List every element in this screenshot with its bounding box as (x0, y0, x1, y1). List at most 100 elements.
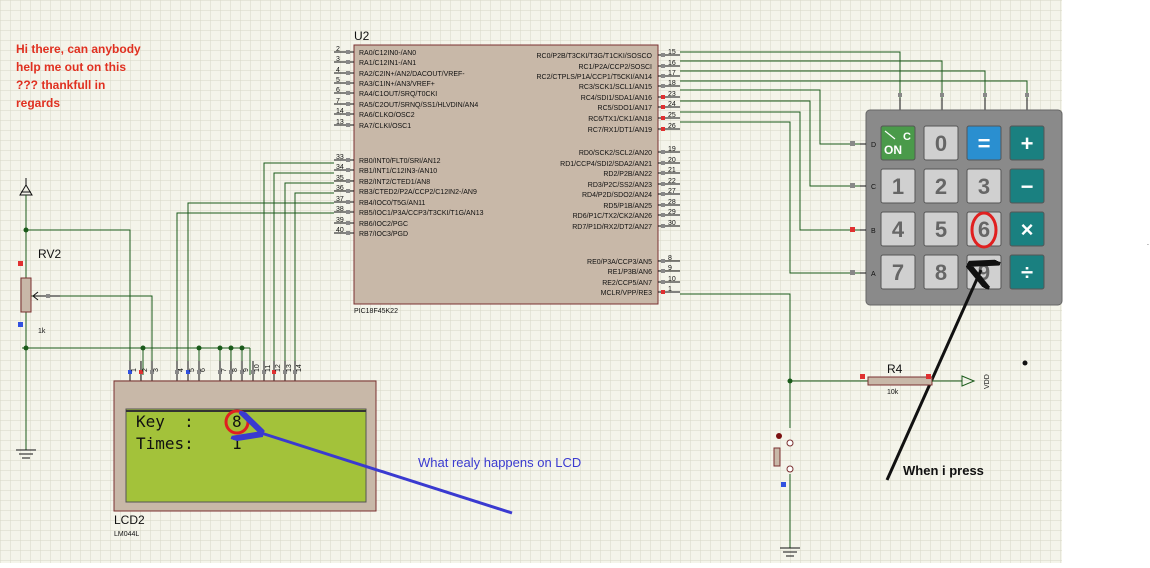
pin-marker (283, 370, 287, 374)
mcu-right-pin-number: 25 (668, 112, 676, 119)
pin-marker (661, 161, 665, 165)
mcu-right-pin-number: 1 (668, 286, 672, 293)
keypad-key[interactable]: ÷ (1009, 254, 1045, 290)
mcu-left-pin-number: 36 (336, 185, 344, 192)
r4-body[interactable] (867, 376, 933, 386)
svg-text:1: 1 (892, 174, 904, 199)
mcu-right-pin-name: RC5/SDO1/AN17 (598, 105, 653, 112)
keypad-key[interactable]: 0 (923, 125, 959, 161)
lcd-line2-value: 1 (232, 434, 242, 453)
mcu-right-pin-name: RD2/P2B/AN22 (603, 171, 652, 178)
pin-marker (850, 227, 855, 232)
mcu-right-pin-name: RC1/P2A/CCP2/SOSCI (578, 64, 652, 71)
r4-ref: R4 (887, 362, 903, 376)
pin-marker (661, 105, 665, 109)
mcu-right-pin-number: 24 (668, 101, 676, 108)
keypad-key[interactable]: 9 (966, 254, 1002, 290)
mcu-right-pin-name: MCLR/VPP/RE3 (601, 290, 652, 297)
mcu-right-pin-number: 26 (668, 123, 676, 130)
mcu-left-pin-number: 5 (336, 77, 340, 84)
lcd-line1-value: 8 (232, 412, 242, 431)
keypad-key[interactable]: + (1009, 125, 1045, 161)
keypad-key[interactable]: 4 (880, 211, 916, 247)
pin-marker (251, 370, 255, 374)
ground-icon (16, 449, 36, 459)
keypad-key[interactable]: 1 (880, 168, 916, 204)
pin-marker (346, 221, 350, 225)
mcu-right-pin-name: RC4/SDI1/SDA1/AN16 (581, 95, 652, 102)
keypad-key[interactable]: 7 (880, 254, 916, 290)
mcu-u2[interactable]: U2 PIC18F45K22 2RA0/C12IN0-/AN03RA1/C12I… (334, 29, 680, 315)
svg-text:2: 2 (935, 174, 947, 199)
pin-marker (346, 210, 350, 214)
pin-marker (346, 60, 350, 64)
lcd-pin-number: 13 (286, 364, 293, 372)
reset-circuit[interactable]: VDD R4 10k (680, 293, 991, 557)
pin-marker (1025, 93, 1029, 97)
keypad-key[interactable]: = (966, 125, 1002, 161)
pin-marker (293, 370, 297, 374)
mcu-left-pin-name: RB1/INT1/C12IN3-/AN10 (359, 168, 437, 175)
keypad-key[interactable]: − (1009, 168, 1045, 204)
reset-button-icon[interactable] (773, 433, 794, 487)
mcu-right-pin-number: 28 (668, 199, 676, 206)
mcu-right-pin-number: 10 (668, 276, 676, 283)
potentiometer-rv2[interactable]: RV2 1k (16, 178, 61, 459)
pin-marker (983, 93, 987, 97)
mcu-left-pin-number: 34 (336, 164, 344, 171)
pin-marker (661, 224, 665, 228)
svg-text:8: 8 (935, 260, 947, 285)
pin-marker (850, 183, 855, 188)
mcu-right-pin-name: RD3/P2C/SS2/AN23 (588, 182, 652, 189)
mcu-left-pin-name: RB5/IOC1/P3A/CCP3/T3CKI/T1G/AN13 (359, 210, 484, 217)
mcu-right-pins: 15RC0/P2B/T3CKI/T3G/T1CKI/SOSCO16RC1/P2A… (536, 49, 680, 297)
svg-text:6: 6 (978, 217, 990, 242)
mcu-right-pin-name: RD1/CCP4/SDI2/SDA2/AN21 (560, 161, 652, 168)
mcu-right-pin-name: RD5/P1B/AN25 (603, 203, 652, 210)
blue-arrow-icon (258, 432, 513, 515)
mcu-left-pin-number: 33 (336, 154, 344, 161)
mcu-right-pin-name: RD0/SCK2/SCL2/AN20 (579, 150, 652, 157)
pin-marker (661, 171, 665, 175)
keypad-key[interactable]: ONC (880, 125, 916, 161)
lcd-lcd2[interactable]: 1VSS2VDD3VEE4RS5RW6E7D08D19D210D311D412D… (113, 361, 377, 538)
mcu-left-pin-name: RB3/CTED2/P2A/CCP2/C12IN2-/AN9 (359, 189, 477, 196)
pin-marker (175, 370, 179, 374)
keypad-key[interactable]: 2 (923, 168, 959, 204)
pin-marker (139, 370, 143, 374)
mcu-left-pin-number: 35 (336, 175, 344, 182)
mcu-right-pin-name: RD4/P2D/SDO2/AN24 (582, 192, 652, 199)
svg-text:3: 3 (978, 174, 990, 199)
lcd-data-wires (22, 162, 334, 375)
pin-marker-red (18, 261, 23, 266)
lcd-pin-number: 4 (178, 368, 185, 372)
mcu-body[interactable] (353, 44, 659, 305)
pin-marker (262, 370, 266, 374)
mcu-right-pin-name: RC3/SCK1/SCL1/AN15 (579, 84, 652, 91)
mcu-left-pin-number: 37 (336, 196, 344, 203)
keypad-key[interactable]: 5 (923, 211, 959, 247)
mcu-right-pin-name: RD6/P1C/TX2/CK2/AN26 (573, 213, 652, 220)
pot-body[interactable] (20, 277, 32, 313)
keypad-key[interactable]: × (1009, 211, 1045, 247)
r4-value: 10k (887, 389, 899, 396)
mcu-right-pin-name: RE1/P3B/AN6 (608, 269, 652, 276)
pin-marker (661, 182, 665, 186)
pin-marker (46, 294, 50, 298)
mcu-right-pin-number: 17 (668, 70, 676, 77)
mcu-right-pin-number: 22 (668, 178, 676, 185)
pin-marker (346, 50, 350, 54)
press-annotation: When i press (885, 270, 1028, 481)
mcu-left-pin-name: RA6/CLKO/OSC2 (359, 112, 415, 119)
keypad-key[interactable]: 8 (923, 254, 959, 290)
pin-marker (661, 150, 665, 154)
svg-text:5: 5 (935, 217, 947, 242)
keypad-key[interactable]: 3 (966, 168, 1002, 204)
mcu-left-pin-number: 14 (336, 108, 344, 115)
mcu-left-pin-number: 2 (336, 46, 340, 53)
svg-text:−: − (1021, 174, 1034, 199)
lcd-pin-number: 8 (232, 368, 239, 372)
